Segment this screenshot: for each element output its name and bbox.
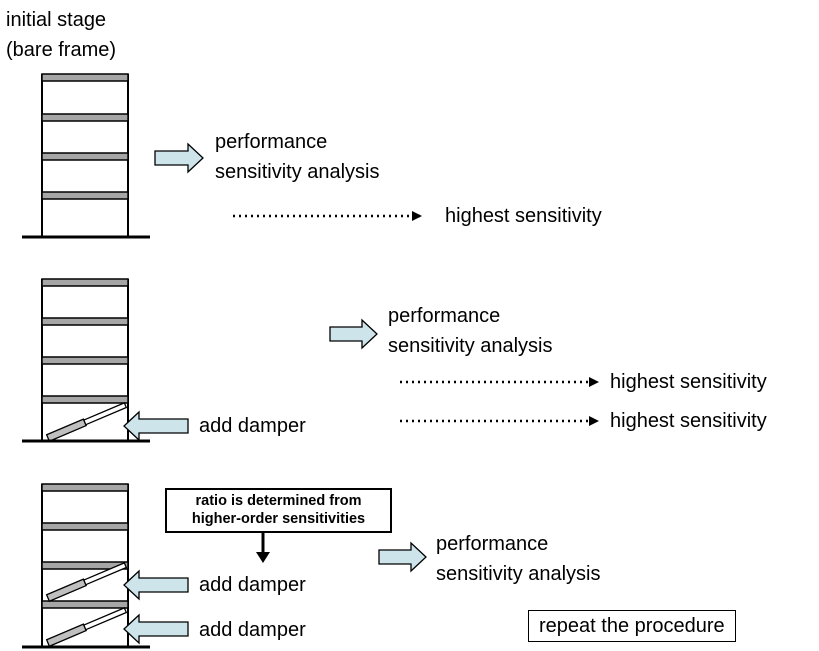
block-arrow bbox=[329, 318, 378, 350]
repeat-procedure-box: repeat the procedure bbox=[528, 610, 736, 642]
floor-slab bbox=[41, 600, 129, 609]
note-box bbox=[165, 488, 392, 533]
floor-slab bbox=[41, 113, 129, 122]
result-label: highest sensitivity bbox=[445, 205, 602, 227]
frame-with-damper bbox=[22, 278, 150, 443]
analysis-label-line2: sensitivity analysis bbox=[388, 335, 553, 357]
damper-icon bbox=[45, 607, 128, 648]
add-damper-label: add damper bbox=[199, 574, 306, 596]
analysis-label-line1: performance bbox=[436, 533, 549, 555]
bare-frame-building bbox=[22, 73, 150, 239]
note-text-line2: higher-order sensitivities bbox=[191, 511, 366, 527]
floor-slab bbox=[41, 191, 129, 200]
add-damper-label: add damper bbox=[199, 415, 306, 437]
analysis-label-line1: performance bbox=[215, 131, 328, 153]
floor-slab bbox=[41, 561, 129, 570]
floor-slab bbox=[41, 522, 129, 531]
floor-slab bbox=[41, 152, 129, 161]
note-text-line1: ratio is determined from bbox=[195, 493, 362, 509]
block-arrow bbox=[154, 142, 204, 174]
damper-pointer-arrow bbox=[123, 569, 189, 601]
stage-title-line1: initial stage bbox=[6, 9, 107, 31]
stage-title-line2: (bare frame) bbox=[6, 39, 117, 61]
result-label: highest sensitivity bbox=[610, 371, 767, 393]
analysis-label-line2: sensitivity analysis bbox=[436, 563, 601, 585]
analysis-label-line1: performance bbox=[388, 305, 501, 327]
floor-slab bbox=[41, 278, 129, 287]
floor-slab bbox=[41, 395, 129, 404]
add-damper-label: add damper bbox=[199, 619, 306, 641]
damper-pointer-arrow bbox=[123, 410, 189, 442]
floor-slab bbox=[41, 317, 129, 326]
analysis-label-line2: sensitivity analysis bbox=[215, 161, 380, 183]
frame-with-two-dampers bbox=[22, 483, 150, 649]
block-arrow bbox=[378, 541, 427, 573]
floor-slab bbox=[41, 483, 129, 492]
floor-slab bbox=[41, 356, 129, 365]
down-arrow-head bbox=[256, 552, 270, 563]
damper-icon bbox=[45, 562, 128, 603]
damper-icon bbox=[45, 402, 128, 443]
floor-slab bbox=[41, 73, 129, 82]
result-label: highest sensitivity bbox=[610, 410, 767, 432]
damper-pointer-arrow bbox=[123, 613, 189, 645]
